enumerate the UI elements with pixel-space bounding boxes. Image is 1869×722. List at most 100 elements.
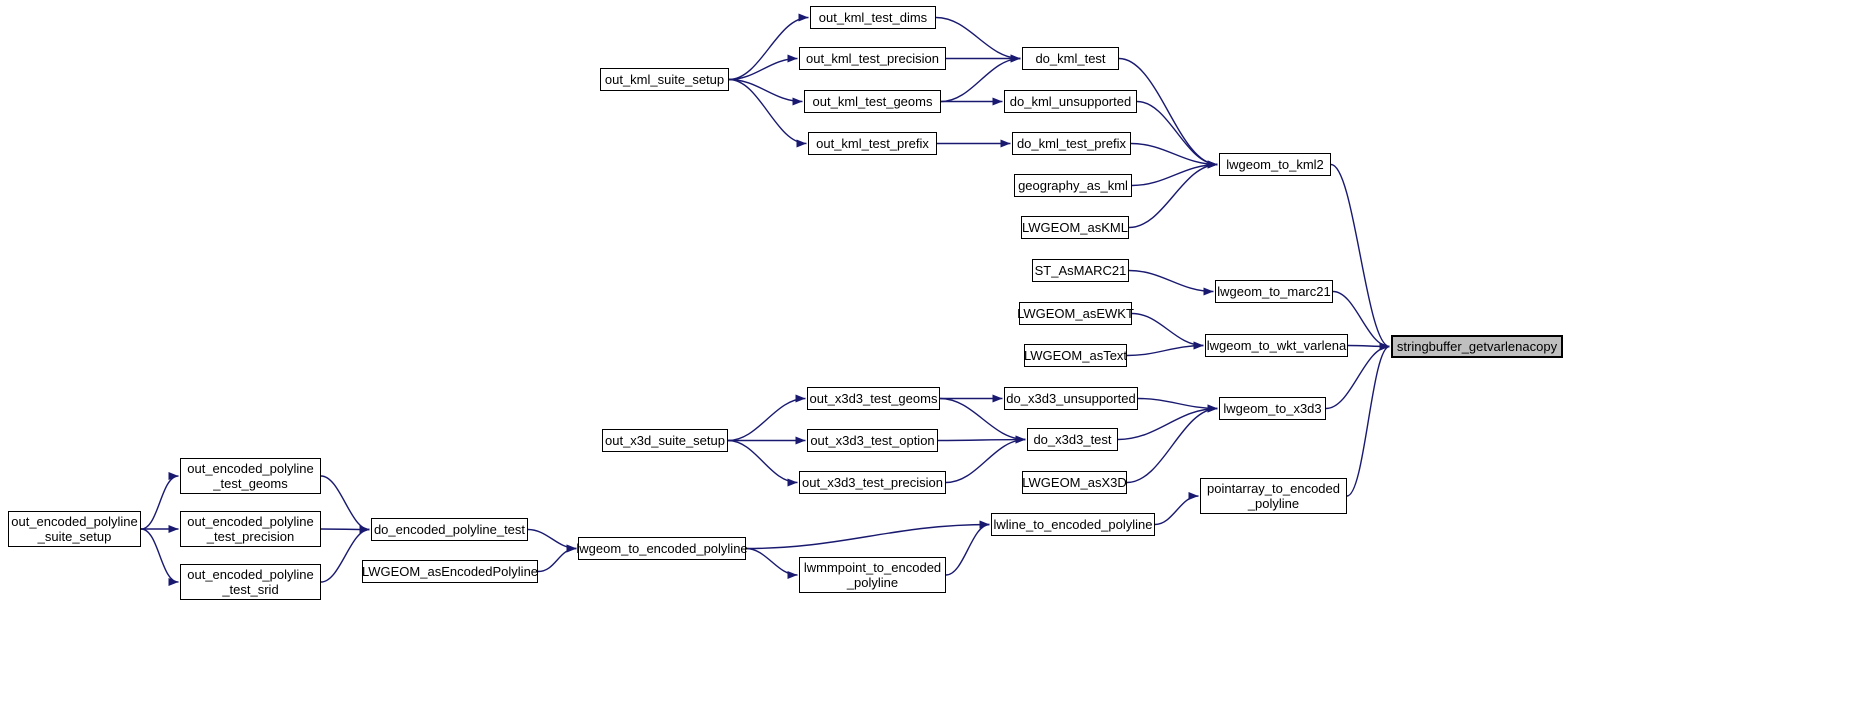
graph-node-label: ST_AsMARC21 <box>1034 262 1127 278</box>
graph-node-do_x3d3_unsupported[interactable]: do_x3d3_unsupported <box>1004 387 1138 410</box>
edge-out_kml_suite_setup-to-out_kml_test_precision <box>728 54 798 81</box>
graph-node-out_encoded_polyline_test_geoms[interactable]: out_encoded_polyline_test_geoms <box>180 458 321 494</box>
graph-node-out_x3d3_test_geoms[interactable]: out_x3d3_test_geoms <box>807 387 940 410</box>
edge-lwgeom_to_encoded_polyline-to-lwline_to_encoded_polyline <box>745 520 990 550</box>
graph-node-LWGEOM_asEncodedPolyline[interactable]: LWGEOM_asEncodedPolyline <box>362 560 538 583</box>
graph-node-label: do_x3d3_test <box>1033 431 1112 447</box>
edge-lwmmpoint_to_encoded_polyline-to-lwline_to_encoded_polyline <box>945 520 990 576</box>
graph-node-label: out_x3d3_test_geoms <box>809 390 938 406</box>
graph-node-lwline_to_encoded_polyline[interactable]: lwline_to_encoded_polyline <box>991 513 1155 536</box>
graph-node-label: lwgeom_to_marc21 <box>1217 283 1331 299</box>
graph-node-label: out_kml_test_dims <box>818 9 928 25</box>
graph-node-label: out_x3d_suite_setup <box>605 432 725 448</box>
graph-node-out_encoded_polyline_test_srid[interactable]: out_encoded_polyline_test_srid <box>180 564 321 600</box>
graph-node-out_kml_test_geoms[interactable]: out_kml_test_geoms <box>804 90 941 113</box>
graph-node-out_encoded_polyline_test_precision[interactable]: out_encoded_polyline_test_precision <box>180 511 321 547</box>
graph-node-stringbuffer_getvarlenacopy: stringbuffer_getvarlenacopy <box>1391 335 1563 358</box>
edge-out_x3d_suite_setup-to-out_x3d3_test_geoms <box>727 394 806 442</box>
edge-LWGEOM_asKML-to-lwgeom_to_kml2 <box>1128 160 1218 229</box>
graph-node-label: _polyline <box>1247 496 1300 511</box>
edge-do_kml_test_prefix-to-lwgeom_to_kml2 <box>1130 142 1218 169</box>
graph-node-label: out_encoded_polyline <box>187 460 314 476</box>
edge-out_encoded_polyline_suite_setup-to-out_encoded_polyline_test_geoms <box>140 472 179 530</box>
edge-LWGEOM_asX3D-to-lwgeom_to_x3d3 <box>1126 404 1218 484</box>
edge-out_x3d3_test_option-to-do_x3d3_test <box>937 435 1026 444</box>
edge-do_x3d3_test-to-lwgeom_to_x3d3 <box>1117 404 1218 441</box>
edge-do_kml_unsupported-to-lwgeom_to_kml2 <box>1136 100 1218 169</box>
graph-node-label: LWGEOM_asKML <box>1022 219 1128 235</box>
graph-node-label: do_kml_test_prefix <box>1016 135 1127 151</box>
graph-node-out_encoded_polyline_suite_setup[interactable]: out_encoded_polyline_suite_setup <box>8 511 141 547</box>
edge-lwline_to_encoded_polyline-to-pointarray_to_encoded_polyline <box>1154 492 1199 526</box>
graph-node-label: LWGEOM_asText <box>1023 347 1128 363</box>
graph-node-label: out_kml_test_precision <box>806 50 939 66</box>
graph-node-out_x3d3_test_precision[interactable]: out_x3d3_test_precision <box>799 471 946 494</box>
graph-node-ST_AsMARC21[interactable]: ST_AsMARC21 <box>1032 259 1129 282</box>
graph-node-lwgeom_to_wkt_varlena[interactable]: lwgeom_to_wkt_varlena <box>1205 334 1348 357</box>
graph-node-label: lwgeom_to_kml2 <box>1226 156 1324 172</box>
graph-node-label: pointarray_to_encoded <box>1207 480 1340 496</box>
graph-node-label: do_encoded_polyline_test <box>373 521 526 537</box>
graph-node-label: lwmmpoint_to_encoded <box>803 559 942 575</box>
edge-lwgeom_to_wkt_varlena-to-stringbuffer_getvarlenacopy <box>1347 342 1390 351</box>
graph-node-LWGEOM_asKML[interactable]: LWGEOM_asKML <box>1021 216 1129 239</box>
graph-node-geography_as_kml[interactable]: geography_as_kml <box>1014 174 1132 197</box>
edge-lwgeom_to_kml2-to-stringbuffer_getvarlenacopy <box>1330 163 1390 351</box>
graph-node-lwmmpoint_to_encoded_polyline[interactable]: lwmmpoint_to_encoded_polyline <box>799 557 946 593</box>
edge-do_encoded_polyline_test-to-lwgeom_to_encoded_polyline <box>527 528 577 553</box>
graph-node-label: lwline_to_encoded_polyline <box>993 516 1153 532</box>
graph-node-out_x3d3_test_option[interactable]: out_x3d3_test_option <box>807 429 938 452</box>
graph-node-lwgeom_to_kml2[interactable]: lwgeom_to_kml2 <box>1219 153 1331 176</box>
graph-node-label: out_x3d3_test_option <box>810 432 935 448</box>
graph-node-pointarray_to_encoded_polyline[interactable]: pointarray_to_encoded_polyline <box>1200 478 1347 514</box>
edge-LWGEOM_asEWKT-to-lwgeom_to_wkt_varlena <box>1131 312 1204 350</box>
edge-lwgeom_to_encoded_polyline-to-lwmmpoint_to_encoded_polyline <box>745 547 798 579</box>
edge-out_x3d3_test_precision-to-do_x3d3_test <box>945 435 1026 484</box>
graph-node-do_kml_test[interactable]: do_kml_test <box>1022 47 1119 70</box>
graph-node-label: do_x3d3_unsupported <box>1006 390 1136 406</box>
graph-node-do_kml_test_prefix[interactable]: do_kml_test_prefix <box>1012 132 1131 155</box>
graph-node-label: out_kml_suite_setup <box>604 71 725 87</box>
graph-node-label: stringbuffer_getvarlenacopy <box>1396 338 1558 354</box>
graph-node-LWGEOM_asText[interactable]: LWGEOM_asText <box>1024 344 1127 367</box>
graph-node-label: out_x3d3_test_precision <box>802 474 943 490</box>
graph-node-label: _test_precision <box>206 529 295 544</box>
graph-node-do_x3d3_test[interactable]: do_x3d3_test <box>1027 428 1118 451</box>
graph-node-label: out_kml_test_geoms <box>812 93 933 109</box>
graph-node-lwgeom_to_x3d3[interactable]: lwgeom_to_x3d3 <box>1219 397 1326 420</box>
graph-node-label: out_encoded_polyline <box>187 566 314 582</box>
graph-node-out_kml_test_prefix[interactable]: out_kml_test_prefix <box>808 132 937 155</box>
graph-node-LWGEOM_asX3D[interactable]: LWGEOM_asX3D <box>1022 471 1127 494</box>
graph-node-label: _polyline <box>846 575 899 590</box>
graph-node-label: lwgeom_to_wkt_varlena <box>1206 337 1347 353</box>
edge-out_encoded_polyline_test_geoms-to-do_encoded_polyline_test <box>320 475 370 534</box>
edge-LWGEOM_asEncodedPolyline-to-lwgeom_to_encoded_polyline <box>537 544 577 573</box>
graph-node-label: LWGEOM_asEncodedPolyline <box>361 563 539 579</box>
graph-node-label: geography_as_kml <box>1018 177 1128 193</box>
graph-node-out_x3d_suite_setup[interactable]: out_x3d_suite_setup <box>602 429 728 452</box>
graph-node-out_kml_test_dims[interactable]: out_kml_test_dims <box>810 6 936 29</box>
edge-geography_as_kml-to-lwgeom_to_kml2 <box>1131 160 1218 187</box>
graph-node-label: LWGEOM_asEWKT <box>1017 305 1134 321</box>
graph-node-do_kml_unsupported[interactable]: do_kml_unsupported <box>1004 90 1137 113</box>
edge-out_encoded_polyline_test_precision-to-do_encoded_polyline_test <box>320 525 370 534</box>
graph-node-label: LWGEOM_asX3D <box>1022 474 1127 490</box>
graph-node-lwgeom_to_encoded_polyline[interactable]: lwgeom_to_encoded_polyline <box>576 537 748 560</box>
edge-out_kml_suite_setup-to-out_kml_test_prefix <box>728 78 807 148</box>
edge-out_kml_suite_setup-to-out_kml_test_geoms <box>728 78 803 106</box>
graph-node-label: do_kml_test <box>1035 50 1106 66</box>
graph-node-label: _test_geoms <box>213 476 288 491</box>
graph-node-label: out_encoded_polyline <box>187 513 314 529</box>
graph-node-out_kml_test_precision[interactable]: out_kml_test_precision <box>799 47 946 70</box>
graph-node-out_kml_suite_setup[interactable]: out_kml_suite_setup <box>600 68 729 91</box>
graph-node-label: do_kml_unsupported <box>1009 93 1132 109</box>
graph-node-do_encoded_polyline_test[interactable]: do_encoded_polyline_test <box>371 518 528 541</box>
edge-out_kml_test_dims-to-do_kml_test <box>935 16 1021 63</box>
edge-do_x3d3_unsupported-to-lwgeom_to_x3d3 <box>1137 397 1218 413</box>
graph-node-label: lwgeom_to_encoded_polyline <box>576 540 748 556</box>
graph-node-LWGEOM_asEWKT[interactable]: LWGEOM_asEWKT <box>1017 302 1134 325</box>
graph-node-lwgeom_to_marc21[interactable]: lwgeom_to_marc21 <box>1215 280 1333 303</box>
graph-node-label: out_kml_test_prefix <box>816 135 929 151</box>
graph-node-label: lwgeom_to_x3d3 <box>1223 400 1322 416</box>
